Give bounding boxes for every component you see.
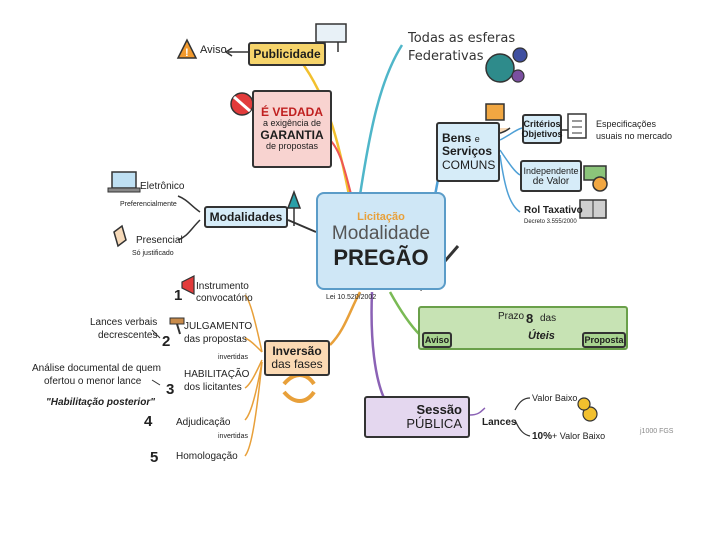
branch-publicidade [298, 59, 352, 201]
sessao-node: Sessão PÚBLICA [364, 396, 470, 438]
step-3-line2: dos licitantes [184, 382, 242, 393]
branch-prazo [388, 291, 421, 336]
bens-line1: Bens [442, 131, 472, 146]
lances-verbais-1: Lances verbais [90, 317, 158, 328]
center-node: Licitação Modalidade PREGÃO [316, 192, 446, 290]
branch-sessao [370, 291, 387, 401]
step-2-line2: das propostas [184, 334, 247, 345]
checklist-icon [567, 113, 587, 139]
branch-modalidades [287, 219, 317, 233]
gavel-icon [169, 317, 185, 335]
credit-text: j1000 FGS [640, 428, 674, 435]
step-2-number: 2 [162, 333, 171, 350]
presencial-label: Presencial [136, 235, 183, 246]
eletronico-label: Eletrônico [140, 181, 185, 192]
criterios-line2: Objetivos [521, 129, 563, 139]
vedada-line3: GARANTIA [260, 128, 324, 142]
bens-node: Bens e Serviços COMUNS [436, 122, 500, 182]
bens-line2: Serviços [442, 144, 493, 159]
independente-line2: de Valor [532, 175, 570, 187]
publicidade-label: Publicidade [253, 47, 321, 61]
center-law: Lei 10.520/2002 [326, 294, 377, 301]
megaphone-icon [181, 275, 195, 295]
lances-verbais-2: decrescentes [98, 330, 158, 341]
espec-line2: usuais no mercado [596, 131, 673, 141]
mannequin-icon [286, 189, 302, 226]
step-1-line1: Instrumento [196, 281, 249, 292]
branch-inversao [329, 291, 362, 346]
analise-1: Análise documental de quem [32, 363, 161, 374]
prazo-aviso-box: Aviso [422, 332, 452, 348]
publicidade-aviso: Aviso [200, 44, 227, 56]
bens-e: e [474, 134, 480, 145]
step-5-line1: Homologação [176, 451, 238, 462]
sessao-lances: Lances [482, 417, 517, 428]
vedada-line2: a exigência de [262, 118, 322, 129]
rol-line1: Rol Taxativo [524, 205, 583, 216]
hand-icon [113, 224, 127, 248]
bens-line3: COMUNS [442, 157, 496, 172]
prazo-uteis: Úteis [528, 330, 555, 342]
prazo-proposta-box: Proposta [582, 332, 626, 348]
rol-line2: Decreto 3.555/2000 [524, 219, 577, 225]
inversao-node: Inversão das fases [264, 340, 330, 376]
center-line1: Modalidade [331, 223, 431, 244]
sessao-pct: 10% [532, 431, 553, 442]
analise-2: ofertou o menor lance [44, 376, 142, 387]
step-2-line1: JULGAMENTO [184, 321, 253, 332]
step-3-number: 3 [166, 381, 175, 398]
sessao-valor: Valor Baixo [532, 393, 578, 403]
justificado-label: Só justificado [132, 250, 174, 257]
step-3-line1: HABILITAÇÃO [184, 369, 250, 380]
espec-line1: Especificações [596, 119, 657, 129]
forbidden-icon [230, 92, 254, 116]
step-1-line2: convocatório [196, 293, 253, 304]
law-book-icon [579, 199, 607, 219]
center-line2: PREGÃO [333, 245, 429, 270]
laptop-icon [107, 171, 141, 193]
invertidas-1: invertidas [218, 354, 248, 361]
step-5-number: 5 [150, 449, 159, 466]
step-4-number: 4 [144, 413, 153, 430]
vedada-line4: de propostas [265, 141, 319, 152]
center-top: Licitação [357, 211, 405, 223]
sessao-line2: PÚBLICA [406, 416, 462, 431]
invertidas-2: invertidas [218, 433, 248, 440]
inversao-line1: Inversão [272, 343, 322, 358]
esferas-line1: Todas as esferas [408, 31, 516, 46]
modalidades-label: Modalidades [209, 210, 283, 224]
svg-text:!: ! [185, 47, 189, 59]
publicidade-node: Publicidade [248, 42, 326, 66]
prazo-number: 8 [526, 311, 534, 326]
prazo-label: Prazo [498, 311, 525, 322]
globe-icon [485, 47, 528, 83]
vedada-line1: É VEDADA [260, 104, 323, 119]
criterios-line1: Critérios [523, 119, 561, 129]
warning-icon-publicidade: ! [176, 38, 198, 59]
preferencial-label: Preferencialmente [120, 201, 177, 208]
step-1-number: 1 [174, 287, 183, 304]
vedada-node: É VEDADA a exigência de GARANTIA de prop… [252, 90, 332, 168]
coins-icon [577, 397, 598, 422]
branch-vedada [329, 139, 353, 199]
step-4-line1: Adjudicação [176, 417, 231, 428]
sessao-line1: Sessão [416, 401, 462, 417]
billboard-icon [315, 23, 347, 52]
prazo-proposta: Proposta [584, 335, 624, 345]
sessao-pct-rest: + Valor Baixo [552, 431, 606, 441]
independente-node: Independente de Valor [520, 160, 582, 192]
criterios-node: Critérios Objetivos [521, 114, 563, 144]
inversao-line2: das fases [271, 357, 323, 371]
prazo-aviso: Aviso [424, 335, 450, 345]
independente-line1: Independente [523, 165, 579, 176]
prazo-das: das [540, 313, 557, 324]
analise-3: "Habilitação posterior" [46, 397, 155, 408]
branch-esferas [358, 44, 404, 196]
modalidades-node: Modalidades [204, 206, 288, 228]
esferas-line2: Federativas [408, 49, 484, 64]
swap-arrows-icon [282, 373, 316, 403]
money-icon [583, 165, 608, 192]
